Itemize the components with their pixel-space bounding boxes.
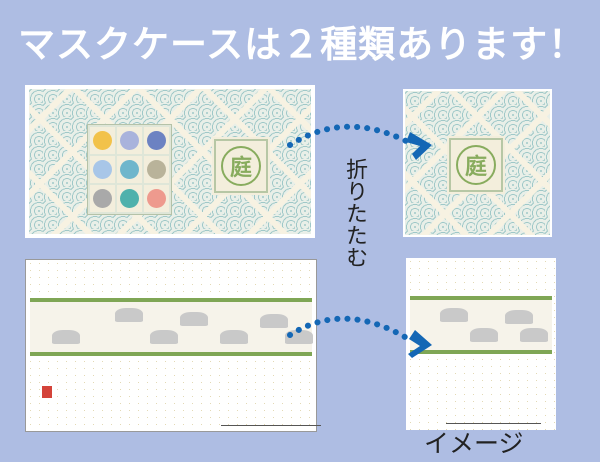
white-case-open [25,259,321,432]
family-crest [90,185,115,212]
garden-illustration-band [30,298,313,356]
family-crest [90,156,115,183]
family-crest [144,185,169,212]
pine-tree-illustration [221,385,321,426]
family-crest [117,127,142,154]
patterned-case-folded: 庭 [403,89,552,237]
fold-arrow-top [287,123,411,148]
garden-illustration-band [410,296,552,354]
page-title: マスクケースは２種類あります！ [18,23,587,66]
garden-emblem: 庭 [214,139,268,193]
white-case-folded [406,258,556,430]
family-crest [117,185,142,212]
arrowhead-bottom [408,330,432,358]
emblem-char: 庭 [229,156,252,181]
family-crest [117,156,142,183]
garden-emblem: 庭 [449,138,503,192]
seal-stamp [42,386,52,398]
family-crest [90,127,115,154]
family-crest [144,156,169,183]
pine-tree-illustration [446,383,541,424]
crest-emblem-icon [120,189,139,208]
arrowhead-top [406,132,432,160]
fold-arrow-bottom [287,315,413,343]
fold-label: 折りたたむ [342,158,367,268]
family-crest-grid [87,124,172,215]
crest-emblem-icon [93,131,112,150]
crest-emblem-icon [93,189,112,208]
crest-emblem-icon [147,160,166,179]
crest-emblem-icon [93,160,112,179]
patterned-case-open: 庭 [25,85,315,238]
emblem-char: 庭 [464,155,487,180]
crest-emblem-icon [147,189,166,208]
crest-emblem-icon [147,131,166,150]
family-crest [144,127,169,154]
crest-emblem-icon [120,131,139,150]
image-label: イメージ [424,429,524,458]
crest-emblem-icon [120,160,139,179]
